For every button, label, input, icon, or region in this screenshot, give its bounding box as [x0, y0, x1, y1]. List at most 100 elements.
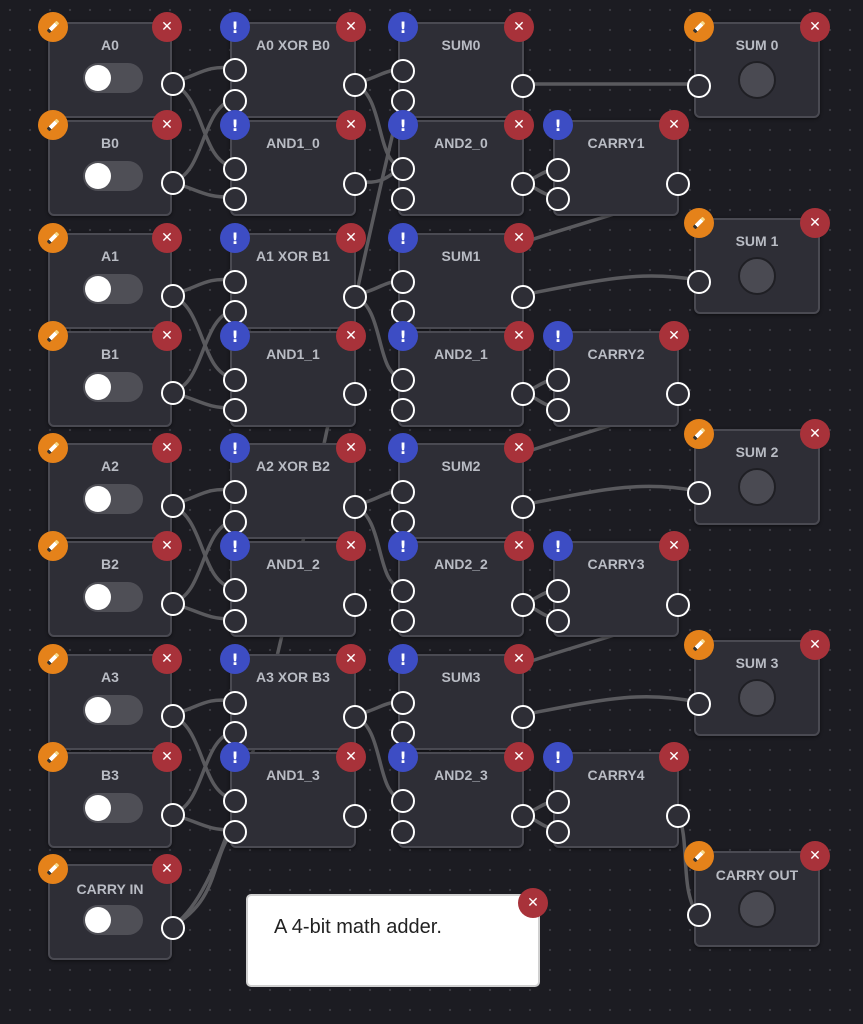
gate-node-and2-3[interactable]: ! ✕ AND2_3: [388, 742, 535, 848]
pencil-icon[interactable]: [38, 12, 68, 42]
gate-node-and2-0[interactable]: ! ✕ AND2_0: [388, 110, 535, 216]
input-port[interactable]: [687, 903, 711, 927]
output-port[interactable]: [161, 592, 185, 616]
output-node-sum-0[interactable]: ✕ SUM 0: [684, 12, 830, 118]
close-icon[interactable]: ✕: [504, 12, 534, 42]
input-port[interactable]: [223, 398, 247, 422]
output-port[interactable]: [511, 74, 535, 98]
input-port[interactable]: [391, 89, 415, 113]
close-icon[interactable]: ✕: [336, 531, 366, 561]
input-node-a2[interactable]: ✕ A2: [38, 433, 185, 539]
close-icon[interactable]: ✕: [152, 321, 182, 351]
exclamation-icon[interactable]: !: [388, 321, 418, 351]
toggle-switch[interactable]: [83, 582, 143, 612]
input-port[interactable]: [687, 74, 711, 98]
output-port[interactable]: [343, 495, 367, 519]
gate-node-carry2[interactable]: ! ✕ CARRY2: [543, 321, 690, 427]
output-port[interactable]: [666, 593, 690, 617]
toggle-switch[interactable]: [83, 793, 143, 823]
input-port[interactable]: [223, 187, 247, 211]
close-icon[interactable]: ✕: [800, 630, 830, 660]
gate-node-carry1[interactable]: ! ✕ CARRY1: [543, 110, 690, 216]
output-port[interactable]: [161, 284, 185, 308]
close-icon[interactable]: ✕: [152, 742, 182, 772]
exclamation-icon[interactable]: !: [388, 433, 418, 463]
input-port[interactable]: [391, 789, 415, 813]
exclamation-icon[interactable]: !: [388, 531, 418, 561]
toggle-switch[interactable]: [83, 484, 143, 514]
input-port[interactable]: [546, 398, 570, 422]
close-icon[interactable]: ✕: [336, 644, 366, 674]
input-port[interactable]: [391, 368, 415, 392]
output-port[interactable]: [161, 72, 185, 96]
close-icon[interactable]: ✕: [659, 742, 689, 772]
input-port[interactable]: [223, 480, 247, 504]
exclamation-icon[interactable]: !: [220, 321, 250, 351]
output-port[interactable]: [511, 285, 535, 309]
output-node-sum-3[interactable]: ✕ SUM 3: [684, 630, 830, 736]
toggle-switch[interactable]: [83, 905, 143, 935]
pencil-icon[interactable]: [684, 841, 714, 871]
exclamation-icon[interactable]: !: [543, 110, 573, 140]
gate-node-carry3[interactable]: ! ✕ CARRY3: [543, 531, 690, 637]
input-node-a0[interactable]: ✕ A0: [38, 12, 185, 118]
close-icon[interactable]: ✕: [800, 419, 830, 449]
close-icon[interactable]: ✕: [659, 531, 689, 561]
input-port[interactable]: [546, 579, 570, 603]
output-port[interactable]: [161, 916, 185, 940]
input-port[interactable]: [391, 59, 415, 83]
exclamation-icon[interactable]: !: [388, 742, 418, 772]
gate-node-sum0[interactable]: ! ✕ SUM0: [388, 12, 535, 118]
output-port[interactable]: [511, 804, 535, 828]
exclamation-icon[interactable]: !: [388, 223, 418, 253]
input-port[interactable]: [223, 691, 247, 715]
close-icon[interactable]: ✕: [504, 742, 534, 772]
input-port[interactable]: [223, 820, 247, 844]
input-node-b0[interactable]: ✕ B0: [38, 110, 185, 216]
output-port[interactable]: [666, 172, 690, 196]
exclamation-icon[interactable]: !: [543, 531, 573, 561]
close-icon[interactable]: ✕: [659, 110, 689, 140]
input-node-b3[interactable]: ✕ B3: [38, 742, 185, 848]
output-port[interactable]: [511, 593, 535, 617]
exclamation-icon[interactable]: !: [220, 110, 250, 140]
gate-node-carry4[interactable]: ! ✕ CARRY4: [543, 742, 690, 848]
output-node-sum-1[interactable]: ✕ SUM 1: [684, 208, 830, 314]
input-node-carry-in[interactable]: ✕ CARRY IN: [38, 854, 185, 960]
input-port[interactable]: [546, 368, 570, 392]
toggle-switch[interactable]: [83, 161, 143, 191]
input-port[interactable]: [223, 609, 247, 633]
pencil-icon[interactable]: [38, 110, 68, 140]
gate-node-and1-3[interactable]: ! ✕ AND1_3: [220, 742, 367, 848]
exclamation-icon[interactable]: !: [220, 223, 250, 253]
close-icon[interactable]: ✕: [152, 854, 182, 884]
exclamation-icon[interactable]: !: [388, 12, 418, 42]
close-icon[interactable]: ✕: [152, 644, 182, 674]
gate-node-and1-0[interactable]: ! ✕ AND1_0: [220, 110, 367, 216]
input-port[interactable]: [391, 270, 415, 294]
output-port[interactable]: [161, 704, 185, 728]
close-icon[interactable]: ✕: [659, 321, 689, 351]
close-icon[interactable]: ✕: [152, 433, 182, 463]
close-icon[interactable]: ✕: [336, 321, 366, 351]
input-port[interactable]: [223, 300, 247, 324]
exclamation-icon[interactable]: !: [388, 110, 418, 140]
input-port[interactable]: [223, 58, 247, 82]
input-port[interactable]: [687, 481, 711, 505]
output-port[interactable]: [343, 382, 367, 406]
close-icon[interactable]: ✕: [518, 888, 548, 918]
gate-node-and2-1[interactable]: ! ✕ AND2_1: [388, 321, 535, 427]
close-icon[interactable]: ✕: [152, 110, 182, 140]
input-node-b1[interactable]: ✕ B1: [38, 321, 185, 427]
gate-node-and2-2[interactable]: ! ✕ AND2_2: [388, 531, 535, 637]
pencil-icon[interactable]: [684, 208, 714, 238]
exclamation-icon[interactable]: !: [220, 742, 250, 772]
pencil-icon[interactable]: [38, 321, 68, 351]
output-port[interactable]: [343, 804, 367, 828]
output-port[interactable]: [343, 172, 367, 196]
output-node-sum-2[interactable]: ✕ SUM 2: [684, 419, 830, 525]
pencil-icon[interactable]: [38, 433, 68, 463]
pencil-icon[interactable]: [38, 223, 68, 253]
output-port[interactable]: [511, 382, 535, 406]
close-icon[interactable]: ✕: [336, 223, 366, 253]
